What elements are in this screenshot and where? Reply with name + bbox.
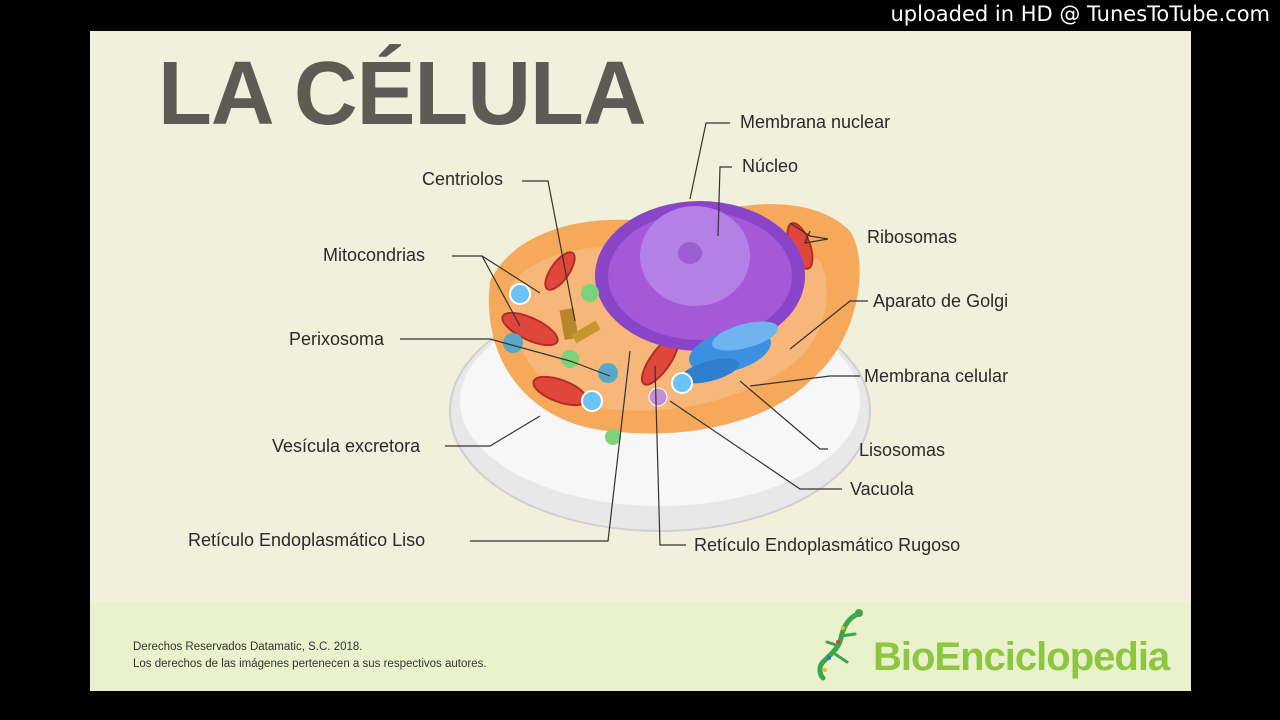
brand-logo-text: BioEnciclopedia xyxy=(873,635,1169,680)
vesicle xyxy=(672,373,692,393)
infographic-panel: LA CÉLULA Membrana nuclear Núcleo Centri… xyxy=(90,31,1191,691)
credits: Derechos Reservados Datamatic, S.C. 2018… xyxy=(133,639,487,673)
credits-line-2: Los derechos de las imágenes pertenecen … xyxy=(133,656,487,673)
label-nucleo: Núcleo xyxy=(742,156,798,177)
label-ribosomas: Ribosomas xyxy=(867,227,957,248)
page-title: LA CÉLULA xyxy=(158,49,646,139)
watermark-text: uploaded in HD @ TunesToTube.com xyxy=(890,2,1270,26)
label-reticulo-liso: Retículo Endoplasmático Liso xyxy=(188,530,425,551)
vesicle xyxy=(582,391,602,411)
peroxisome xyxy=(581,284,599,302)
label-mitocondrias: Mitocondrias xyxy=(323,245,425,266)
credits-line-1: Derechos Reservados Datamatic, S.C. 2018… xyxy=(133,639,487,656)
label-centriolos: Centriolos xyxy=(422,169,503,190)
label-membrana-nuclear: Membrana nuclear xyxy=(740,112,890,133)
label-lisosomas: Lisosomas xyxy=(859,440,945,461)
label-membrana-celular: Membrana celular xyxy=(864,366,1008,387)
vesicle xyxy=(510,284,530,304)
lizard-logo-icon xyxy=(813,606,873,686)
nucleolus xyxy=(678,242,702,264)
label-reticulo-rugoso: Retículo Endoplasmático Rugoso xyxy=(694,535,960,556)
peroxisome xyxy=(605,429,621,445)
label-vesicula-excretora: Vesícula excretora xyxy=(272,436,420,457)
label-perixosoma: Perixosoma xyxy=(289,329,384,350)
label-vacuola: Vacuola xyxy=(850,479,914,500)
vacuole xyxy=(649,388,667,406)
label-aparato-golgi: Aparato de Golgi xyxy=(873,291,1008,312)
